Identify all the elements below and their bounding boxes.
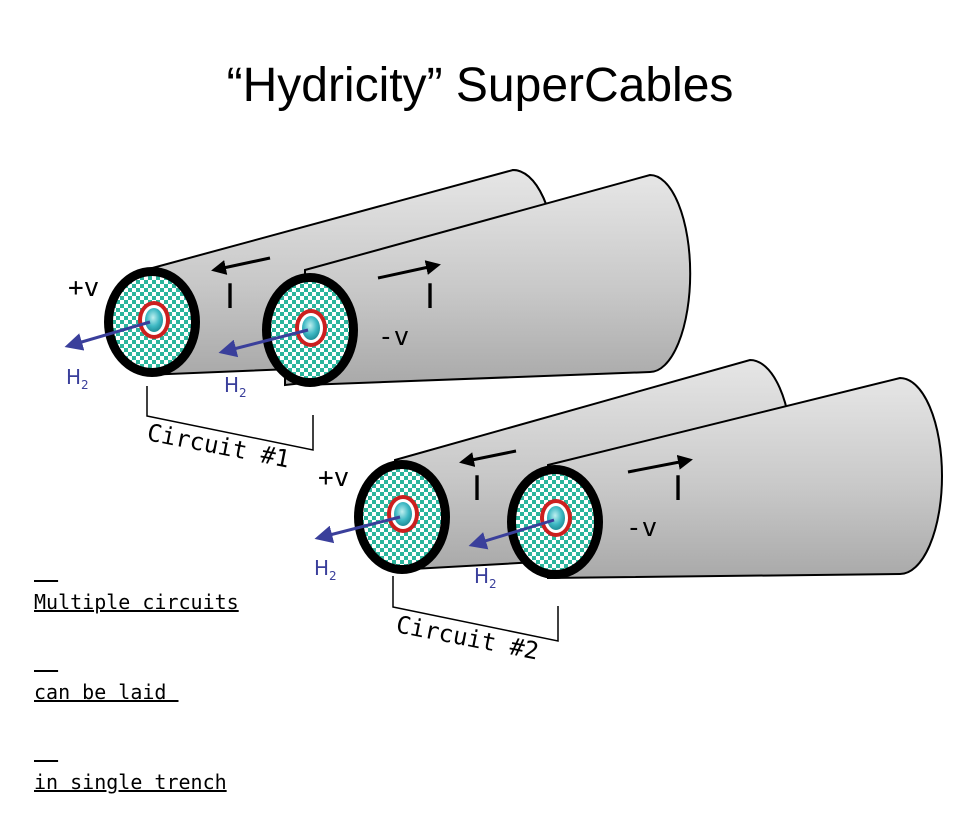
circuit-2-bracket <box>392 576 559 642</box>
circuit-2-cable-minus-body <box>547 376 943 580</box>
trench-note-line: Multiple circuits <box>34 590 239 614</box>
circuit-2-plus-h2-label: H2 <box>314 556 337 583</box>
circuit-2-label: Circuit #2 <box>394 610 541 665</box>
trench-note-line: in single trench <box>34 770 227 794</box>
circuit-1-minus-h2-arrow <box>218 328 309 358</box>
circuit-1-label: Circuit #1 <box>145 418 292 473</box>
circuit-2-minus-h2-label: H2 <box>474 564 497 591</box>
circuit-2-plus-voltage-label: +v <box>318 463 349 493</box>
circuit-2-plus-current-arrow <box>459 449 517 467</box>
circuit-2-minus-h2-arrow <box>468 518 555 550</box>
circuit-2-plus-current-label: I <box>472 469 482 509</box>
circuit-1-plus-h2-arrow <box>64 320 151 351</box>
circuit-1-cable-minus-face <box>262 273 358 387</box>
circuit-1-minus-h2-label: H2 <box>224 373 247 400</box>
circuit-1-cable-plus-face <box>104 267 200 377</box>
circuit-1-minus-voltage-label: -v <box>378 322 409 352</box>
circuit-1-plus-current-label: I <box>225 277 235 317</box>
circuit-2-cable-plus-face <box>354 460 450 574</box>
circuit-2-plus-h2-arrow <box>314 515 401 544</box>
page-title: “Hydricity” SuperCables <box>226 59 734 112</box>
circuit-1-plus-h2-label: H2 <box>66 365 89 392</box>
trench-note: Multiple circuits can be laid in single … <box>34 527 239 827</box>
circuit-1-minus-current-label: I <box>425 277 435 317</box>
circuit-2-cable-minus-face <box>507 465 603 579</box>
circuit-1-minus-current-arrow <box>377 260 441 280</box>
circuit-1-plus-voltage-label: +v <box>68 273 99 303</box>
circuit-1-bracket <box>146 386 314 451</box>
circuit-1-plus-current-arrow <box>211 256 271 275</box>
circuit-2-minus-current-label: I <box>673 469 683 509</box>
circuit-1-cable-minus-body-front <box>304 173 692 387</box>
trench-note-line: can be laid <box>34 680 179 704</box>
supercable-diagram: +v I I -v H2 H2 Circuit #1 +v I I -v H2 … <box>64 168 943 665</box>
circuit-2-minus-voltage-label: -v <box>626 513 657 543</box>
circuit-2-minus-current-arrow <box>627 454 693 474</box>
